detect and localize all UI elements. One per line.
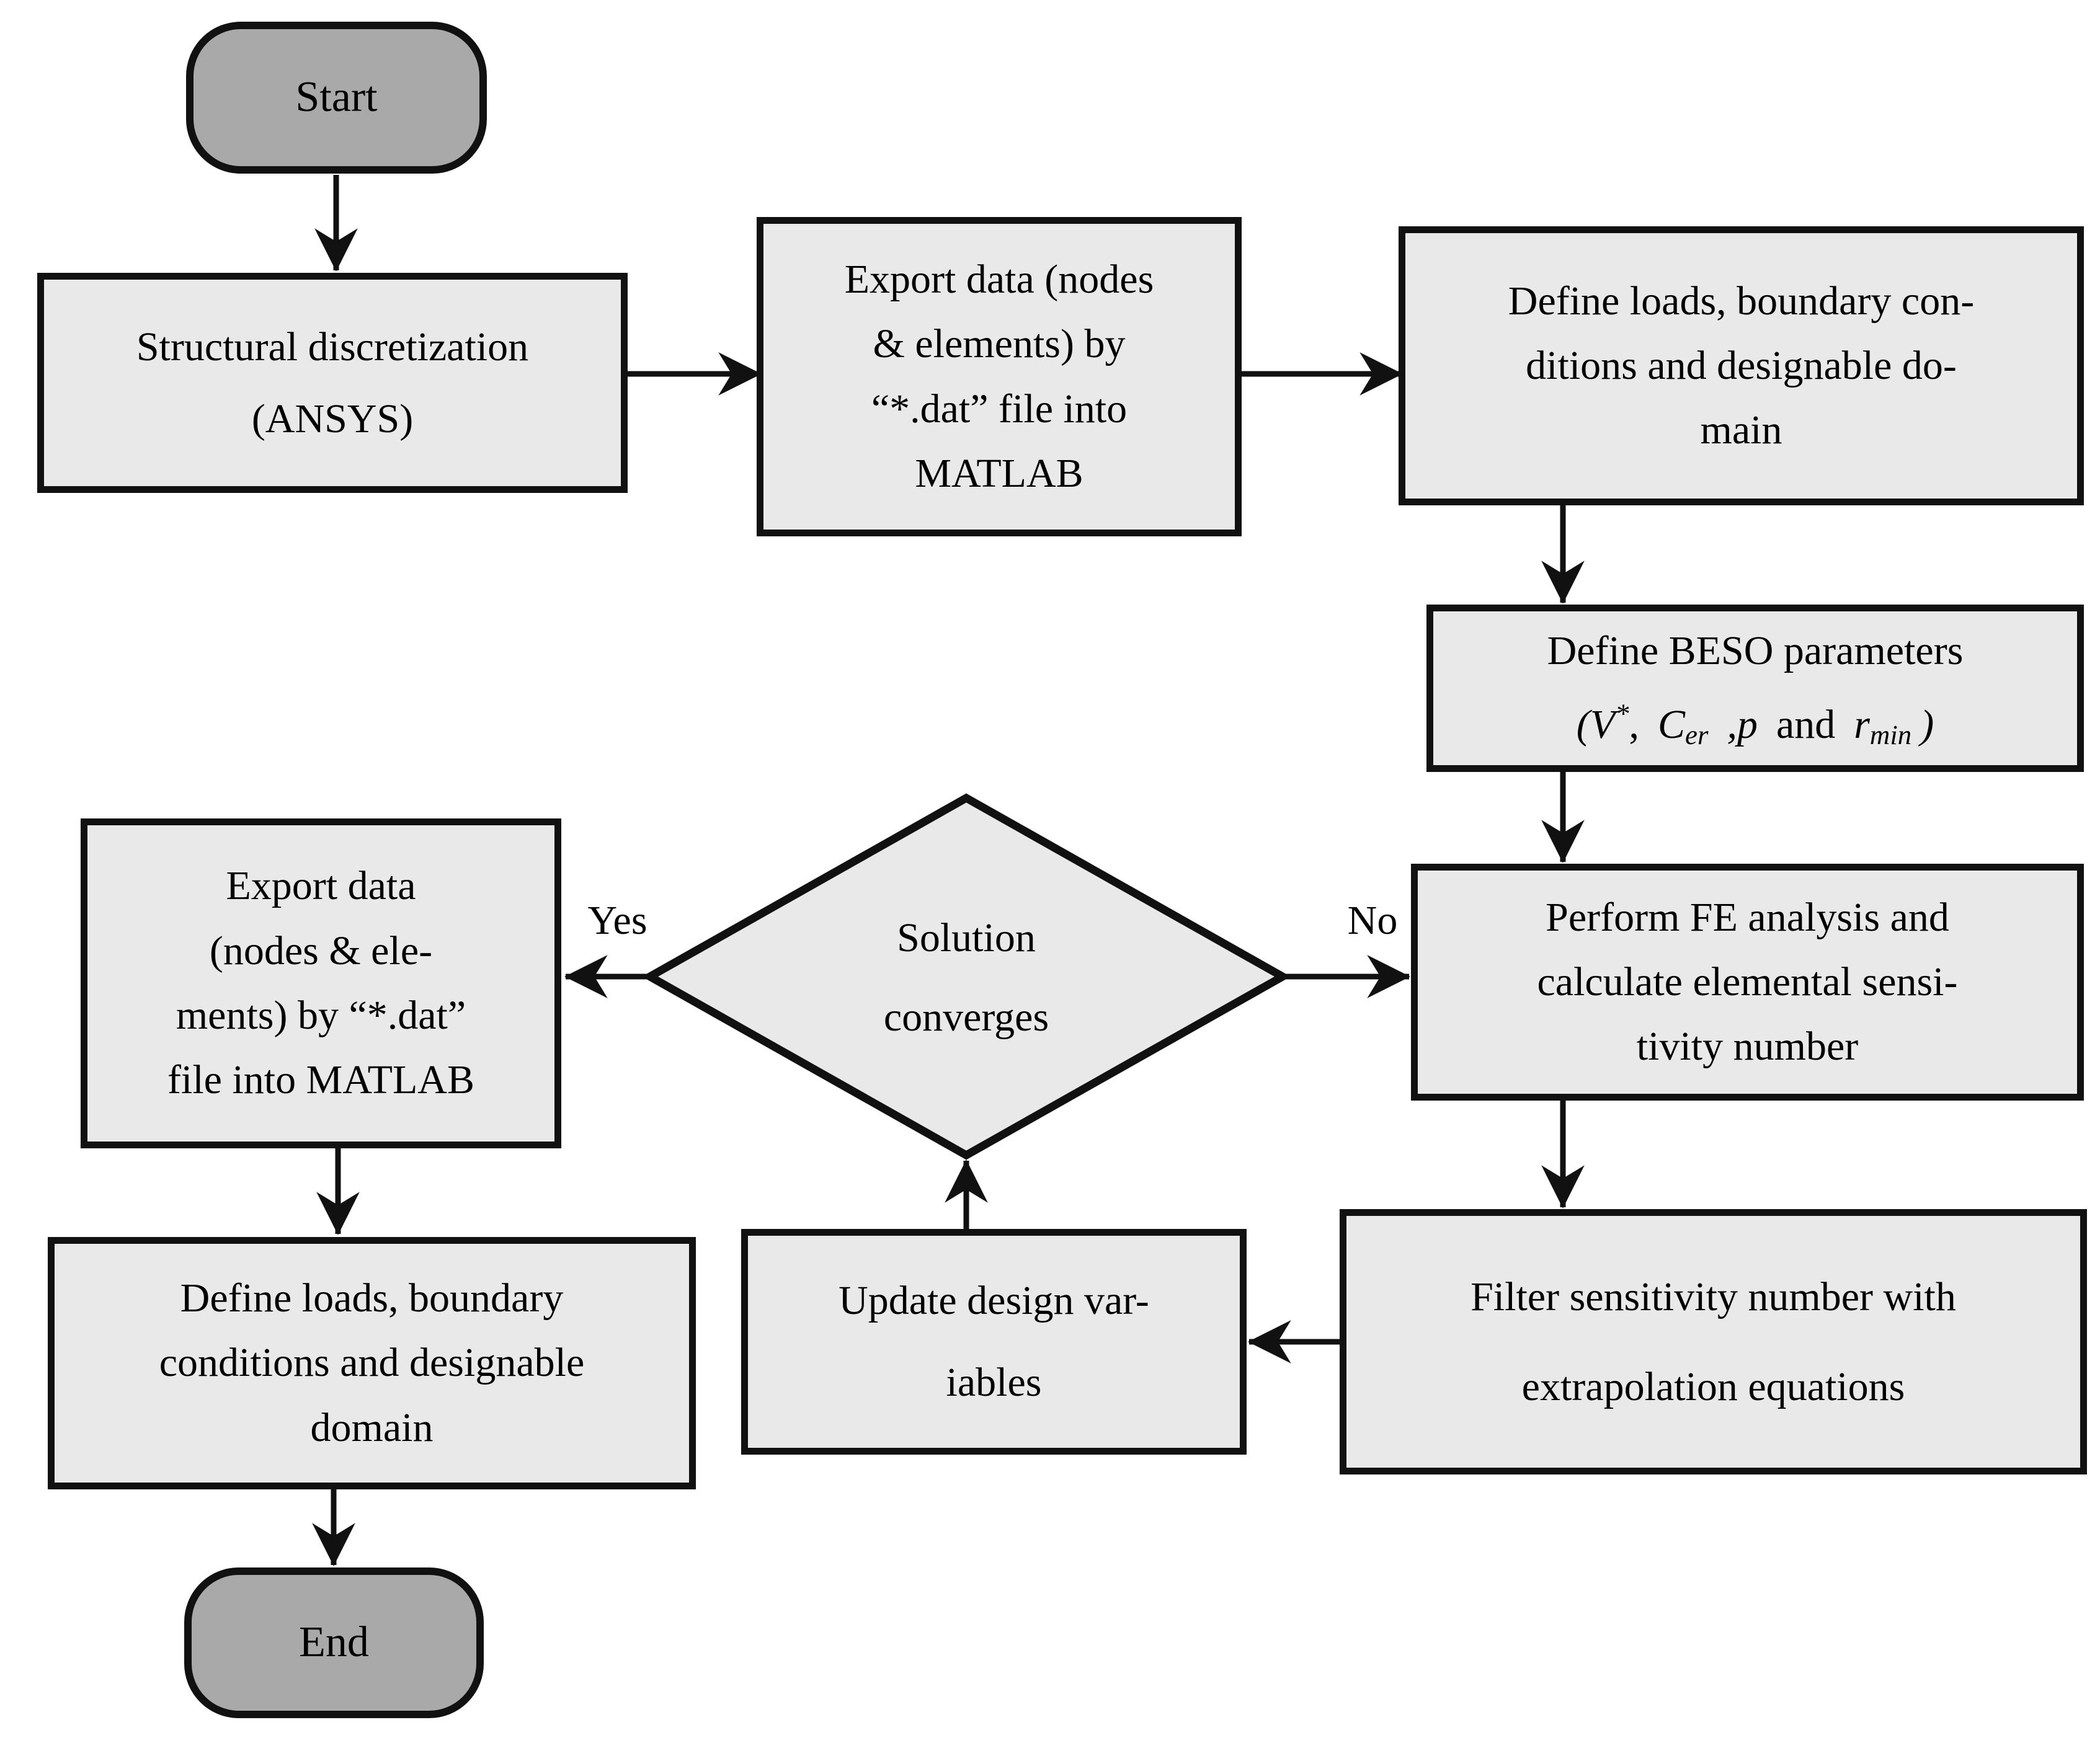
node-label-line: ments) by “*.dat” xyxy=(176,993,466,1038)
math-c: C xyxy=(1658,702,1686,747)
node-label: Start xyxy=(295,73,378,122)
math-comma: , xyxy=(1629,702,1640,747)
node-export-data-top: Export data (nodes & elements) by “*.dat… xyxy=(757,217,1242,536)
math-v: V xyxy=(1590,702,1616,747)
math-r: r xyxy=(1854,702,1870,747)
node-solution-converges: Solution converges xyxy=(749,871,1183,1084)
node-define-loads-bottom: Define loads, boundary conditions and de… xyxy=(48,1237,696,1489)
node-label-line: ditions and designable do- xyxy=(1526,342,1957,388)
math-comma-p: ,p xyxy=(1727,702,1758,747)
math-r-subscript: min xyxy=(1869,719,1912,750)
node-perform-fe-analysis: Perform FE analysis and calculate elemen… xyxy=(1411,864,2084,1101)
node-label-line: extrapolation equations xyxy=(1521,1364,1905,1409)
node-label-line: Structural discretization xyxy=(136,324,529,370)
node-define-loads-top: Define loads, boundary con- ditions and … xyxy=(1399,226,2084,505)
node-label-line: main xyxy=(1700,407,1782,453)
node-label-line: file into MATLAB xyxy=(167,1057,474,1103)
node-label-line: tivity number xyxy=(1636,1024,1859,1070)
node-label-line: Solution xyxy=(897,915,1036,960)
node-structural-discretization: Structural discretization (ANSYS) xyxy=(37,273,628,493)
math-open-paren: ( xyxy=(1576,702,1590,747)
node-label-line: Define loads, boundary con- xyxy=(1508,278,1975,324)
node-label-line: calculate elemental sensi- xyxy=(1537,959,1958,1004)
edge-label-no: No xyxy=(1347,898,1398,943)
node-label-line: iables xyxy=(946,1360,1042,1405)
node-update-design-variables: Update design var- iables xyxy=(741,1229,1247,1455)
node-label-line: Filter sensitivity number with xyxy=(1470,1274,1956,1319)
node-label-line: & elements) by xyxy=(873,321,1126,367)
node-label-line: Export data xyxy=(226,863,416,909)
node-label-line: Define BESO parameters xyxy=(1547,628,1964,674)
math-close-paren: ) xyxy=(1920,702,1934,747)
node-label-line: (ANSYS) xyxy=(251,396,414,441)
node-label: End xyxy=(299,1618,369,1667)
math-v-superscript: * xyxy=(1615,698,1629,729)
node-label-line: Perform FE analysis and xyxy=(1546,894,1949,940)
node-label-line: Update design var- xyxy=(839,1278,1149,1323)
node-filter-sensitivity: Filter sensitivity number with extrapola… xyxy=(1340,1209,2087,1474)
node-label-line: converges xyxy=(883,994,1049,1040)
node-label-line: (nodes & ele- xyxy=(209,928,433,973)
node-label-line: MATLAB xyxy=(915,450,1083,496)
node-label-line: domain xyxy=(310,1404,434,1450)
edge-label-yes: Yes xyxy=(587,898,647,943)
node-end: End xyxy=(184,1567,484,1718)
node-label-line: Define loads, boundary xyxy=(180,1275,564,1321)
node-label-line: “*.dat” file into xyxy=(871,386,1128,432)
node-start: Start xyxy=(186,22,487,174)
node-label-line: Export data (nodes xyxy=(844,256,1154,302)
node-export-data-left: Export data (nodes & ele- ments) by “*.d… xyxy=(81,818,561,1148)
math-and: and xyxy=(1776,702,1836,747)
node-label-line: conditions and designable xyxy=(159,1340,585,1386)
math-c-subscript: er xyxy=(1685,719,1709,750)
solution-converges-diamond xyxy=(641,793,1291,1160)
